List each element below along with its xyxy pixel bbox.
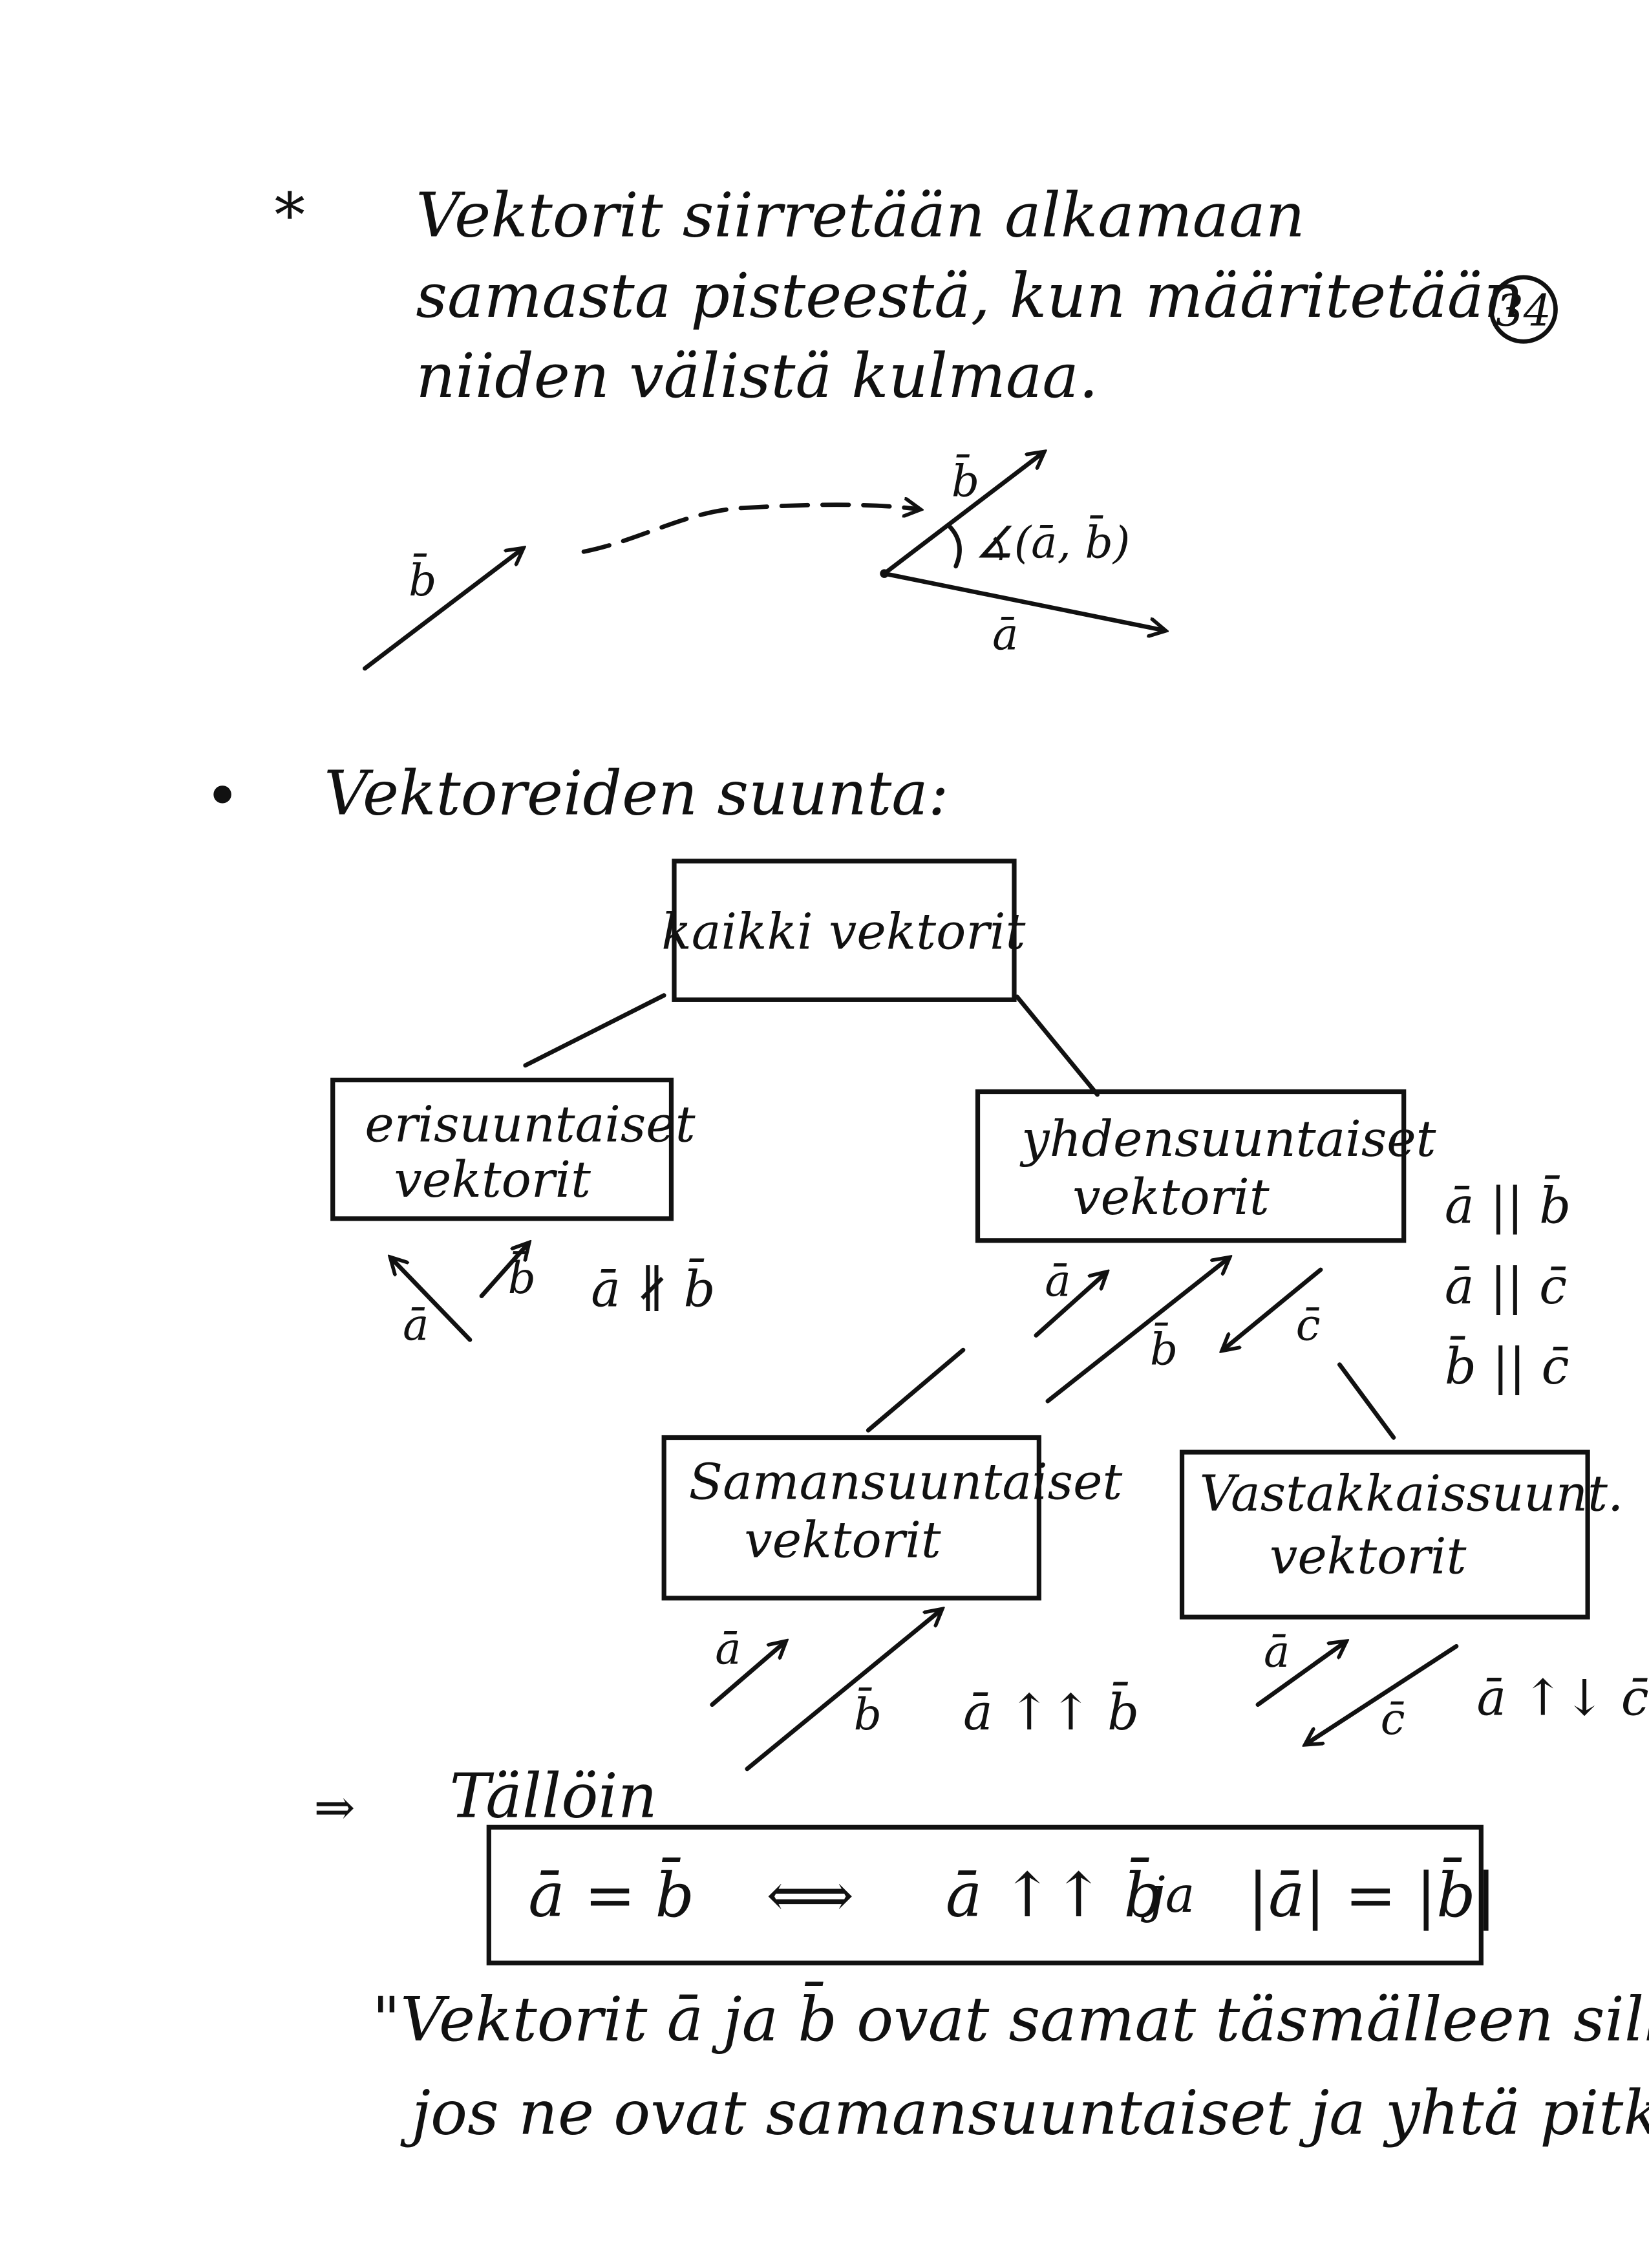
vector-shift-diagram: b̄ b̄ ā ∡(ā, b̄)	[363, 453, 1164, 671]
same-label-1: Samansuuntaiset	[689, 1453, 1123, 1511]
quote-line-1: "Vektorit ā ja b̄ ovat samat täsmälleen …	[372, 1981, 1649, 2055]
box-all-vectors	[672, 859, 1017, 1002]
same-direction-condition: ā ↑↑ b̄	[946, 1857, 1163, 1931]
parallel-label-2: vektorit	[1072, 1169, 1270, 1226]
parallel-label-1: yhdensuuntaiset	[1019, 1111, 1436, 1168]
parallel-relation-2: ā || c̄	[1445, 1258, 1567, 1316]
opposite-label-2: vektorit	[1270, 1528, 1467, 1585]
parallel-b: b̄	[1150, 1323, 1178, 1375]
box-same-direction	[661, 1435, 1041, 1601]
implies-arrow: ⇒	[314, 1779, 355, 1837]
same-b: b̄	[854, 1687, 882, 1740]
equality: ā = b̄	[528, 1857, 694, 1931]
svg-text:34: 34	[1496, 284, 1551, 336]
section-title: Vektoreiden suunta:	[324, 758, 949, 829]
box-parallel	[975, 1089, 1407, 1243]
different-label-1: erisuuntaiset	[365, 1096, 695, 1153]
equal-length-condition: |ā| = |b̄|	[1248, 1857, 1496, 1931]
parallel-a: ā	[1045, 1256, 1070, 1307]
label-b-right: b̄	[952, 455, 979, 507]
angle-arc	[946, 523, 962, 569]
different-b: b̄	[508, 1251, 536, 1303]
opposite-a: ā	[1264, 1626, 1290, 1677]
definition-box	[486, 1824, 1484, 1965]
bullet: •	[204, 761, 240, 832]
different-label-2: vektorit	[394, 1151, 591, 1209]
vector-a	[882, 571, 1164, 630]
asterisk-marker: *	[274, 180, 304, 251]
vector-b-original	[363, 549, 522, 671]
opposite-label-1: Vastakkaissuunt.	[1200, 1465, 1624, 1523]
label-b-left: b̄	[409, 553, 436, 606]
iff-symbol: ⟺	[766, 1860, 854, 1931]
move-arrow	[581, 505, 919, 554]
same-label-2: vektorit	[744, 1512, 941, 1570]
and-word: ja	[1140, 1867, 1195, 1924]
intro-line-1: Vektorit siirretään alkamaan	[416, 180, 1304, 251]
label-a: ā	[992, 609, 1018, 660]
parallel-relation-3: b̄ || c̄	[1445, 1335, 1569, 1396]
same-relation: ā ↑↑ b̄	[963, 1681, 1139, 1742]
opposite-c: c̄	[1381, 1693, 1405, 1744]
intro-line-3: niiden välistä kulmaa.	[416, 341, 1098, 412]
box-opposite-direction	[1179, 1450, 1590, 1620]
intro-line-2: samasta pisteestä, kun määritetään	[416, 261, 1523, 332]
parallel-relation-1: ā || b̄	[1445, 1175, 1571, 1236]
angle-label: ∡(ā, b̄)	[975, 516, 1130, 568]
different-relation: ā ∦ b̄	[591, 1258, 715, 1319]
vector-b-moved	[882, 453, 1043, 576]
parallel-c: c̄	[1296, 1299, 1321, 1350]
conclusion-label: Tällöin	[449, 1760, 657, 1832]
different-a: ā	[403, 1299, 429, 1350]
box-different-direction	[330, 1077, 674, 1221]
page-number-badge: 34	[1489, 275, 1558, 344]
same-a: ā	[715, 1623, 741, 1674]
opposite-relation: ā ↑↓ c̄	[1477, 1669, 1649, 1727]
quote-line-2: jos ne ovat samansuuntaiset ja yhtä pitk…	[400, 2077, 1649, 2148]
all-vectors-label: kaikki vektorit	[661, 903, 1025, 961]
